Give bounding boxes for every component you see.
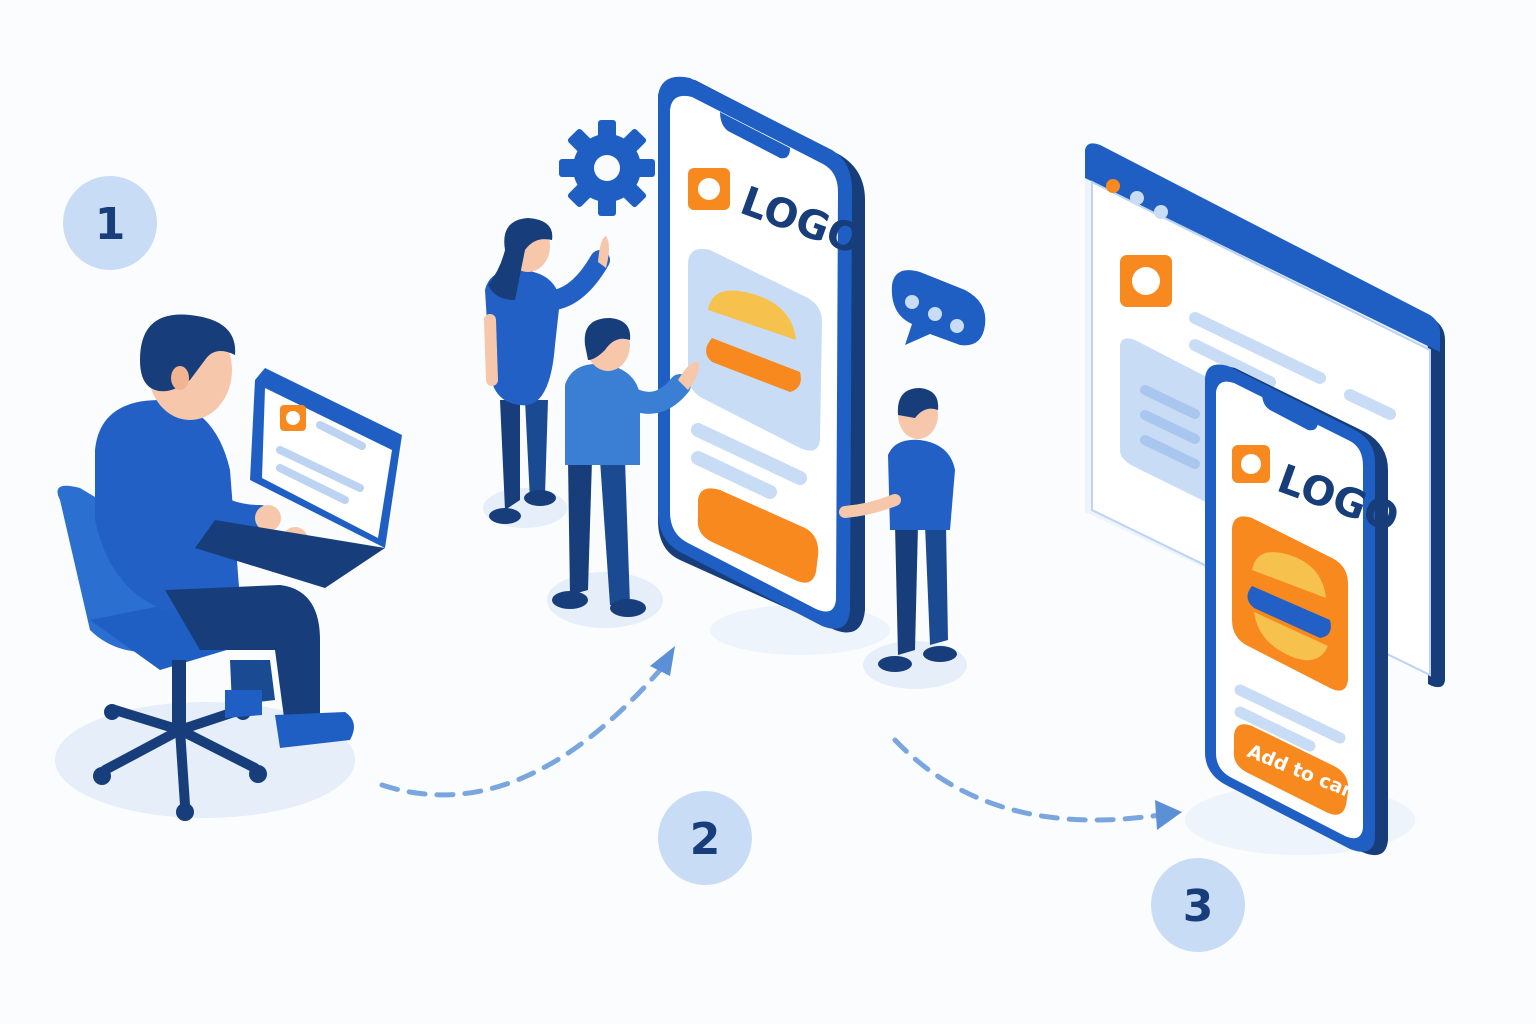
final-phone: LOGO Add to cart	[1205, 364, 1405, 856]
step-1-developer-scene	[55, 314, 402, 821]
step-2-design-scene: LOGO	[483, 76, 986, 689]
mockup-cta-button	[697, 488, 819, 583]
step-3-final-scene: LOGO Add to cart	[1085, 143, 1445, 856]
burger-icon	[1247, 552, 1331, 661]
arrow-icon	[892, 737, 1163, 823]
step-badge-2: 2	[658, 791, 752, 885]
flow-arrows	[379, 646, 1182, 830]
step-badge-1: 1	[63, 176, 157, 270]
gear-icon	[559, 120, 655, 216]
laptop	[195, 368, 402, 588]
mockup-phone: LOGO	[658, 76, 868, 633]
add-to-cart-button[interactable]	[1233, 724, 1349, 815]
step-number: 3	[1183, 881, 1214, 932]
team-member-man	[552, 318, 699, 617]
step-badge-3: 3	[1151, 858, 1245, 952]
burger-icon	[706, 290, 801, 392]
team-member-boy	[839, 388, 957, 672]
speech-bubble-icon	[891, 270, 986, 346]
arrow-icon	[379, 667, 663, 798]
step-number: 2	[690, 814, 721, 865]
step-number: 1	[95, 199, 126, 250]
team-member-woman	[484, 218, 610, 524]
